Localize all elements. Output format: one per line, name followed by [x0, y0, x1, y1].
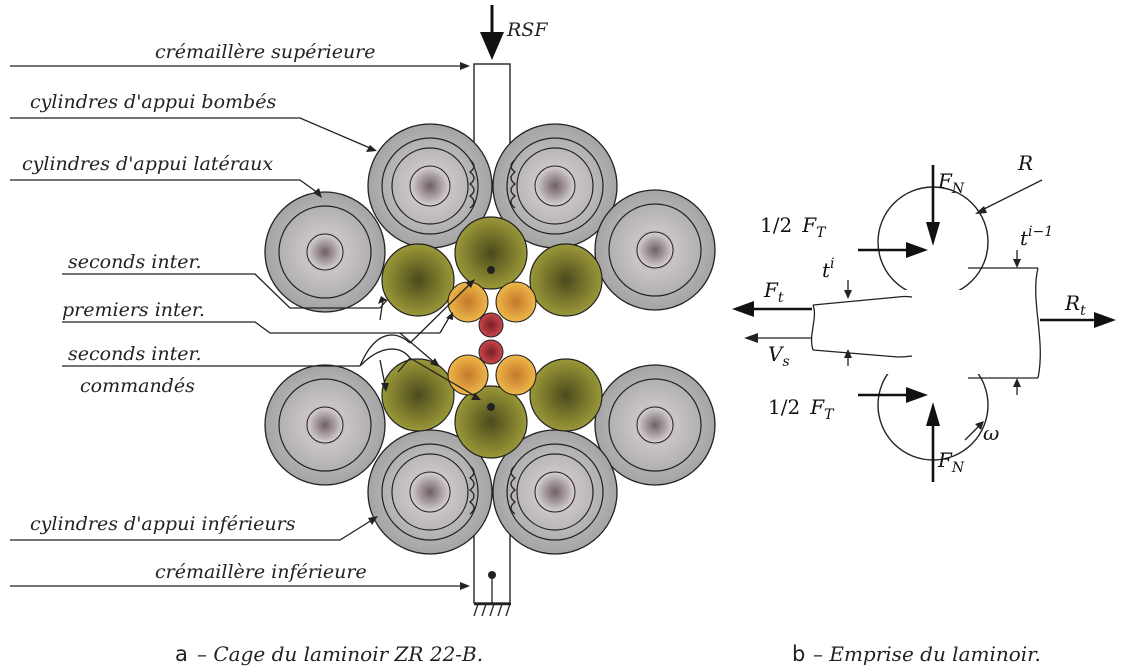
caption-b-letter: b	[792, 642, 805, 666]
lateral-backup-roll-lower-right	[594, 364, 716, 486]
rolling-mill-cage-diagram: RSF	[10, 5, 716, 666]
label-cremaillere-inferieure: crémaillère inférieure	[155, 561, 367, 583]
second-intermediate-roll-driven	[454, 216, 528, 290]
ground-symbol-icon	[473, 602, 511, 617]
upper-backup-roll-left	[367, 123, 493, 249]
lateral-backup-roll-upper-right	[594, 189, 716, 311]
work-rolls	[478, 312, 504, 365]
lateral-backup-roll-upper-left	[264, 191, 386, 313]
label-seconds-inter-commandes-1: seconds inter.	[68, 343, 202, 365]
lower-backup-roll-right	[492, 429, 618, 555]
caption-a-text: – Cage du laminoir ZR 22-B.	[197, 642, 483, 666]
label-fn-bottom: FN	[937, 448, 965, 476]
label-fn-top: FN	[937, 169, 965, 197]
first-intermediate-rolls	[447, 281, 537, 396]
label-seconds-inter-commandes-2: commandés	[80, 375, 195, 397]
strip-velocity-arrow	[744, 333, 812, 343]
label-rt: Rt	[1064, 291, 1086, 319]
lower-rack-pin	[488, 571, 496, 579]
work-roll-lower	[478, 339, 504, 365]
second-intermediate-roll	[381, 243, 455, 317]
second-intermediate-rolls	[381, 216, 603, 459]
second-intermediate-roll	[529, 358, 603, 432]
first-intermediate-roll	[495, 354, 537, 396]
label-appui-bombes: cylindres d'appui bombés	[30, 91, 276, 113]
second-intermediate-roll	[529, 243, 603, 317]
label-cremaillere-superieure: crémaillère supérieure	[155, 41, 376, 63]
work-roll-upper	[478, 312, 504, 338]
label-t-prev: ti−1	[1020, 224, 1053, 250]
lateral-backup-roll-lower-left	[264, 364, 386, 486]
leader-lines	[10, 62, 481, 590]
label-appui-lateraux: cylindres d'appui latéraux	[22, 153, 273, 175]
label-r: R	[1017, 151, 1033, 175]
caption-b-text: – Emprise du laminoir.	[813, 642, 1041, 666]
thickness-markers	[844, 250, 1021, 395]
label-vs: Vs	[768, 342, 790, 370]
label-premiers-inter: premiers inter.	[62, 299, 205, 321]
label-t-cur: ti	[822, 256, 835, 282]
caption-a-letter: a	[175, 642, 188, 666]
first-intermediate-roll	[447, 354, 489, 396]
first-intermediate-roll	[495, 281, 537, 323]
normal-force-arrows	[926, 165, 940, 482]
label-omega: ω	[983, 421, 999, 445]
label-seconds-inter: seconds inter.	[68, 251, 202, 273]
tension-arrows	[732, 301, 1116, 328]
second-intermediate-roll-driven	[454, 385, 528, 459]
upper-backup-roll-right	[492, 123, 618, 249]
label-appui-inferieurs: cylindres d'appui inférieurs	[30, 513, 296, 535]
tangential-force-arrows	[858, 242, 928, 403]
rsf-force-arrow	[480, 5, 504, 60]
first-intermediate-roll	[447, 281, 489, 323]
second-intermediate-roll	[381, 358, 455, 432]
lower-backup-roll-left	[367, 429, 493, 555]
label-ft-left: Ft	[763, 278, 784, 306]
strip	[810, 267, 1041, 379]
rsf-label: RSF	[506, 19, 548, 41]
